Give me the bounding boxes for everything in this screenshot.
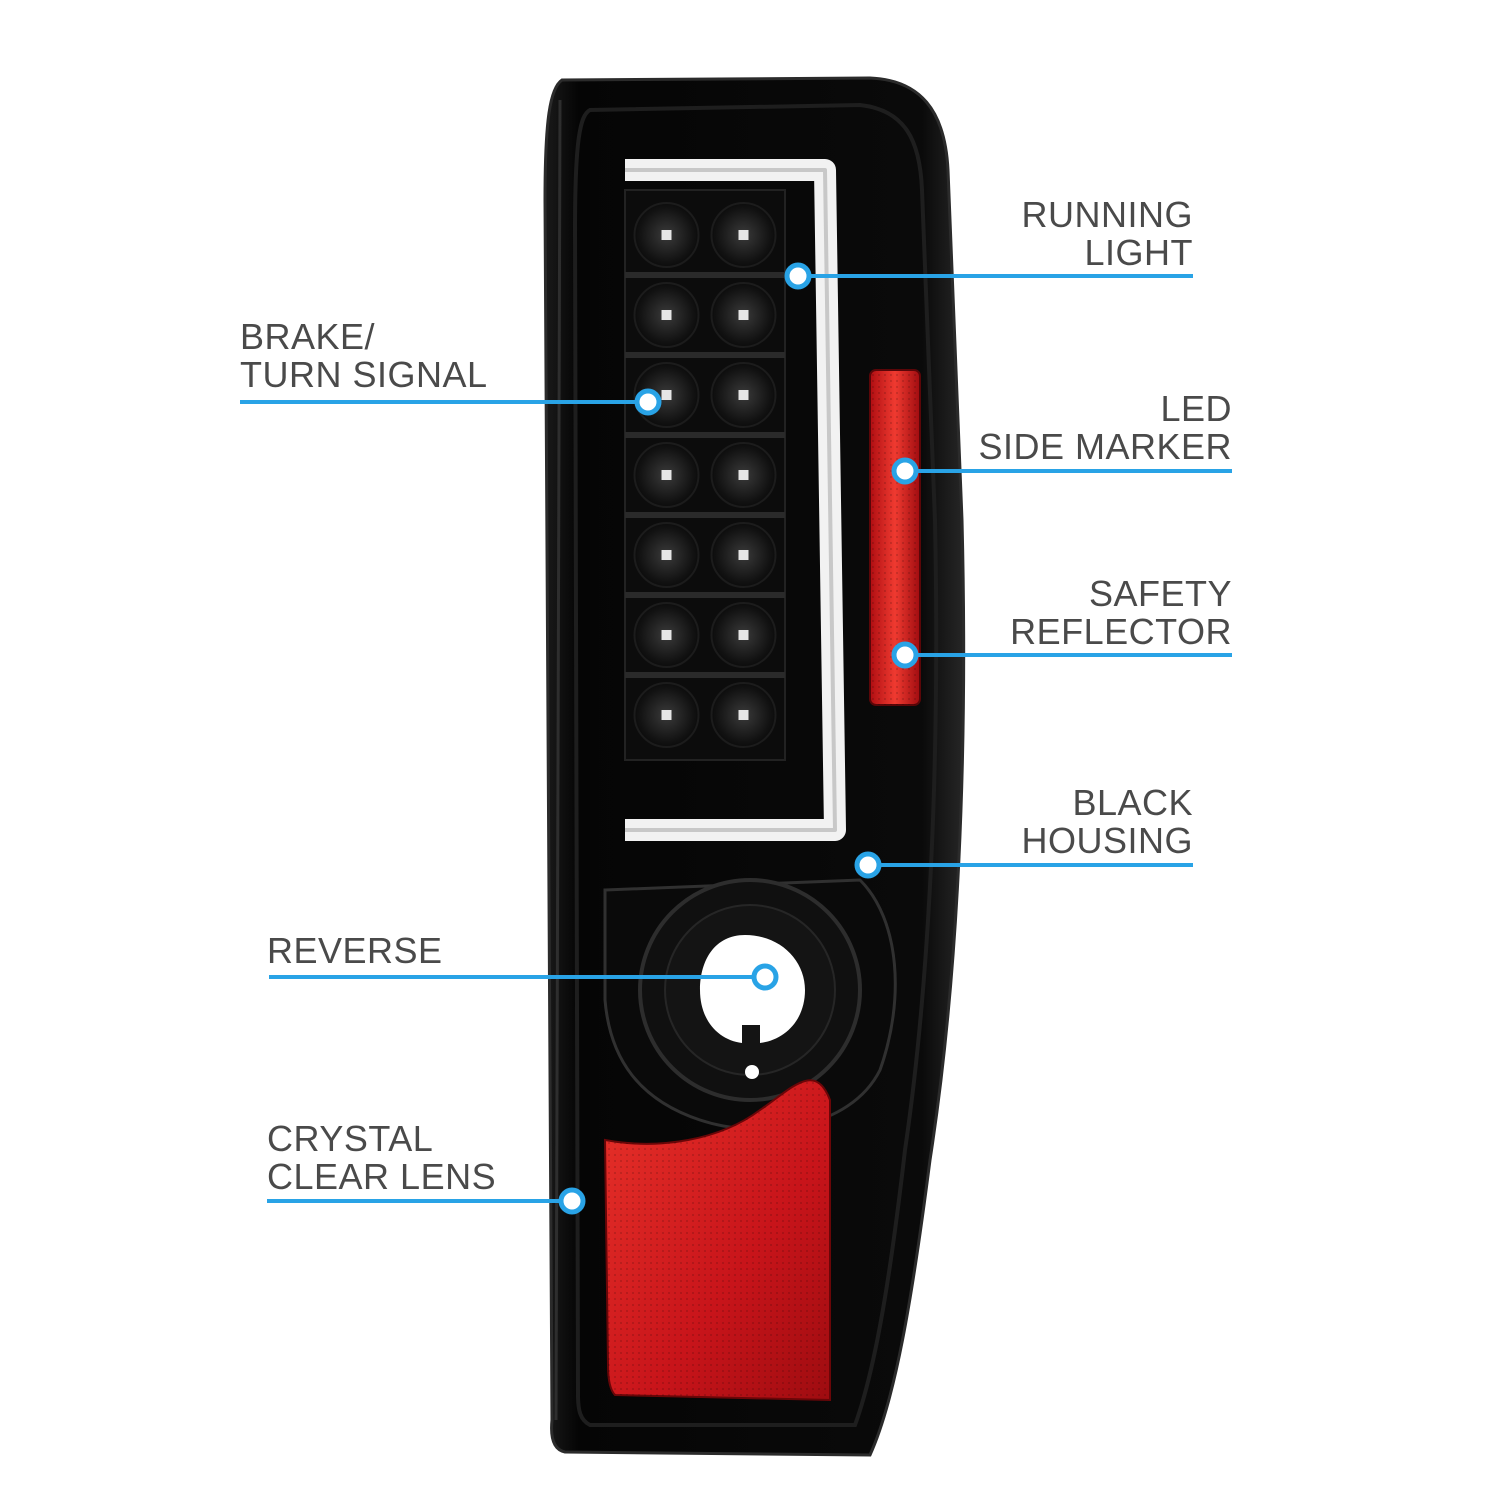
label-reverse: REVERSE: [267, 932, 443, 970]
callout-dot-crystal-clear-lens: [558, 1187, 586, 1215]
label-brake-turn: BRAKE/ TURN SIGNAL: [240, 318, 488, 394]
led-chip: [738, 550, 749, 560]
callout-dot-running-light: [784, 262, 812, 290]
label-led-side-marker-line2: SIDE MARKER: [978, 426, 1232, 467]
led-chip: [738, 710, 749, 720]
bulb-socket-opening: [700, 935, 805, 1043]
label-black-housing-line2: HOUSING: [1021, 820, 1193, 861]
label-running-light-line2: LIGHT: [1084, 232, 1193, 273]
running-light-tube-glow: [625, 168, 837, 832]
label-reverse-line1: REVERSE: [267, 930, 443, 971]
label-running-light-line1: RUNNING: [1021, 194, 1193, 235]
callout-dot-led-side-marker: [891, 457, 919, 485]
led-chip: [738, 310, 749, 320]
lower-reflector-texture: [605, 1080, 830, 1400]
label-safety-reflector-line2: REFLECTOR: [1010, 611, 1232, 652]
led-chip: [661, 710, 672, 720]
label-safety-reflector: SAFETY REFLECTOR: [1010, 575, 1232, 651]
callout-dot-black-housing: [854, 851, 882, 879]
led-chip: [738, 390, 749, 400]
led-chip: [661, 470, 672, 480]
led-chip: [661, 390, 672, 400]
callout-dot-safety-reflector: [891, 641, 919, 669]
led-chip: [738, 630, 749, 640]
led-chip: [661, 550, 672, 560]
label-brake-turn-line2: TURN SIGNAL: [240, 354, 488, 395]
label-led-side-marker: LED SIDE MARKER: [978, 390, 1232, 466]
led-chip: [661, 630, 672, 640]
led-chip: [738, 230, 749, 240]
callout-lines: [240, 262, 1232, 1215]
label-black-housing-line1: BLACK: [1072, 782, 1193, 823]
label-crystal-clear-lens-line2: CLEAR LENS: [267, 1156, 497, 1197]
label-crystal-clear-lens-line1: CRYSTAL: [267, 1118, 434, 1159]
callout-dot-reverse: [751, 963, 779, 991]
label-safety-reflector-line1: SAFETY: [1088, 573, 1232, 614]
label-brake-turn-line1: BRAKE/: [240, 316, 376, 357]
label-black-housing: BLACK HOUSING: [1021, 784, 1193, 860]
side-marker-texture: [870, 370, 920, 705]
led-array: [625, 202, 785, 748]
label-led-side-marker-line1: LED: [1160, 388, 1232, 429]
socket-small-hole: [745, 1065, 759, 1079]
label-crystal-clear-lens: CRYSTAL CLEAR LENS: [267, 1120, 496, 1196]
led-chip: [661, 230, 672, 240]
label-running-light: RUNNING LIGHT: [1022, 196, 1194, 272]
led-chip: [738, 470, 749, 480]
led-chip: [661, 310, 672, 320]
callout-dot-brake-turn: [634, 388, 662, 416]
